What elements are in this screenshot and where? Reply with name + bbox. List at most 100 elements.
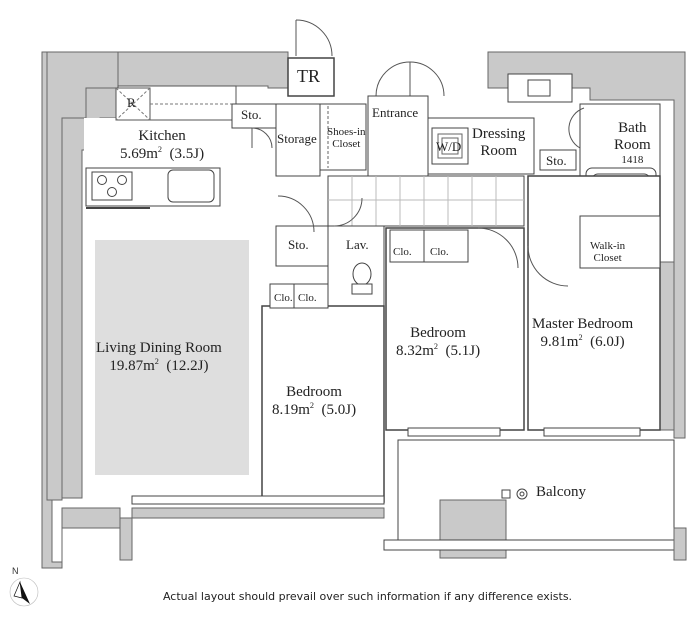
bedroom-sw-unit: m xyxy=(298,401,310,418)
kitchen-area-line: 5.69m2 (3.5J) xyxy=(120,145,204,163)
living-dining-area-line: 19.87m2 (12.2J) xyxy=(96,357,222,375)
bedroom-mid-unit: m xyxy=(422,342,434,359)
master-door-swing xyxy=(527,245,569,287)
bedroom-mid-name: Bedroom xyxy=(410,325,466,341)
compass-needle-light xyxy=(13,580,23,599)
hallway-tiles xyxy=(327,175,525,227)
walkin-closet xyxy=(579,215,661,269)
clo-sw-b-label: Clo. xyxy=(298,292,317,304)
living-dining-shade xyxy=(95,240,249,475)
dressing-room-label: Dressing Room xyxy=(472,126,525,160)
burner-1 xyxy=(97,175,107,185)
clo-mid-b-label: Clo. xyxy=(430,246,449,258)
bedroom-sw-jo: (5.0J) xyxy=(321,401,357,418)
bedroom-sw-area-line: 8.19m2 (5.0J) xyxy=(272,401,356,419)
walkin-line2: Closet xyxy=(593,252,622,265)
trunk-room xyxy=(287,57,335,97)
living-dining-unit: m xyxy=(143,357,155,374)
toilet-tank xyxy=(351,283,373,295)
kitchen-jo: (3.5J) xyxy=(169,145,205,162)
bath-line1: Bath xyxy=(618,120,647,136)
balcony-drain-inner xyxy=(519,491,525,497)
storage-label: Storage xyxy=(277,131,317,146)
south-windows xyxy=(131,427,641,505)
burner-2 xyxy=(117,175,127,185)
toilet-bowl xyxy=(352,262,372,286)
bedroom-sw-closet xyxy=(269,283,329,309)
shoes-closet-label: Shoes-in Closet xyxy=(327,126,366,151)
fridge-diagonal xyxy=(115,87,151,121)
hall-sto-label: Sto. xyxy=(288,237,309,252)
bedroom-sw-door-swing xyxy=(277,195,315,233)
master-bedroom-jo: (6.0J) xyxy=(590,333,625,350)
bedroom-sw-name: Bedroom xyxy=(286,384,342,400)
bedroom-mid-area: 8.32 xyxy=(396,342,423,359)
exterior-wall-right-tab xyxy=(659,261,675,431)
entrance-label: Entrance xyxy=(372,105,419,120)
kitchen-area: 5.69 xyxy=(120,145,147,162)
bath-door-swing xyxy=(568,107,585,149)
living-dining-name: Living Dining Room xyxy=(96,340,222,356)
balcony-label: Balcony xyxy=(536,484,586,500)
wd-label: W/D xyxy=(436,139,462,154)
clo-sw-a-label: Clo. xyxy=(274,292,293,304)
balcony-outer xyxy=(383,539,675,551)
living-dining-label: Living Dining Room 19.87m2 (12.2J) xyxy=(96,340,222,375)
clo-mid-a-label: Clo. xyxy=(393,246,412,258)
dressing-line2: Room xyxy=(480,142,517,159)
master-bedroom-area: 9.81 xyxy=(540,333,567,350)
east-wall-stub xyxy=(673,527,687,561)
bedroom-mid-unit-sup: 2 xyxy=(433,341,439,351)
balcony-valve xyxy=(501,489,511,499)
living-dining-unit-sup: 2 xyxy=(154,356,159,366)
burner-3 xyxy=(107,187,117,197)
north-letter: N xyxy=(12,566,19,576)
bath-code: 1418 xyxy=(621,153,644,166)
bedroom-mid-closet xyxy=(389,229,469,263)
bedroom-mid-door-swing xyxy=(477,227,519,269)
bath-sto-label: Sto. xyxy=(546,153,567,168)
tr-label: TR xyxy=(297,66,321,86)
compass-needle xyxy=(20,582,30,604)
lav-door-swing xyxy=(333,197,363,227)
bath-room-label: Bath Room 1418 xyxy=(614,120,651,166)
shoes-closet-line2: Closet xyxy=(332,138,361,151)
vanity-basin xyxy=(527,79,551,97)
master-bedroom-unit: m xyxy=(566,333,579,350)
sto-door-swing xyxy=(251,127,273,149)
tr-door-swing xyxy=(295,19,333,57)
bedroom-sw-label: Bedroom 8.19m2 (5.0J) xyxy=(272,384,356,419)
master-bedroom-unit-sup: 2 xyxy=(578,332,583,342)
wd-symbol xyxy=(437,133,463,159)
living-dining-area: 19.87 xyxy=(109,357,144,374)
kitchen-sink xyxy=(167,169,215,203)
master-bedroom-name: Master Bedroom xyxy=(532,316,634,332)
lav-label: Lav. xyxy=(346,237,369,252)
north-compass: N xyxy=(10,566,40,610)
living-dining-jo: (12.2J) xyxy=(166,357,209,374)
balcony-drain xyxy=(516,488,528,500)
walkin-line1: Walk-in xyxy=(590,240,626,252)
kitchen-stove xyxy=(91,171,133,201)
dressing-line1: Dressing xyxy=(472,126,526,142)
kitchen-sto-label: Sto. xyxy=(241,107,262,122)
compass-ring xyxy=(9,577,39,607)
master-bedroom-area-line: 9.81m2 (6.0J) xyxy=(532,333,633,351)
walkin-closet-label: Walk-in Closet xyxy=(590,240,625,265)
master-bedroom-room xyxy=(527,175,661,431)
entrance-door-swing xyxy=(375,61,411,97)
bath-storage xyxy=(539,149,577,171)
hall-storage xyxy=(275,225,329,267)
master-bedroom-label: Master Bedroom 9.81m2 (6.0J) xyxy=(532,316,633,351)
entrance-door-swing-2 xyxy=(409,61,445,97)
bedroom-mid-area-line: 8.32m2 (5.1J) xyxy=(396,342,480,360)
kitchen-unit: m xyxy=(146,145,158,162)
bedroom-sw-room xyxy=(261,305,385,503)
bedroom-sw-area: 8.19 xyxy=(272,401,299,418)
shoes-closet-line1: Shoes-in xyxy=(327,126,366,138)
bedroom-mid-label: Bedroom 8.32m2 (5.1J) xyxy=(396,325,480,360)
fridge-label: R xyxy=(127,95,136,110)
bath-line2: Room xyxy=(614,136,651,153)
bedroom-sw-unit-sup: 2 xyxy=(309,400,315,410)
